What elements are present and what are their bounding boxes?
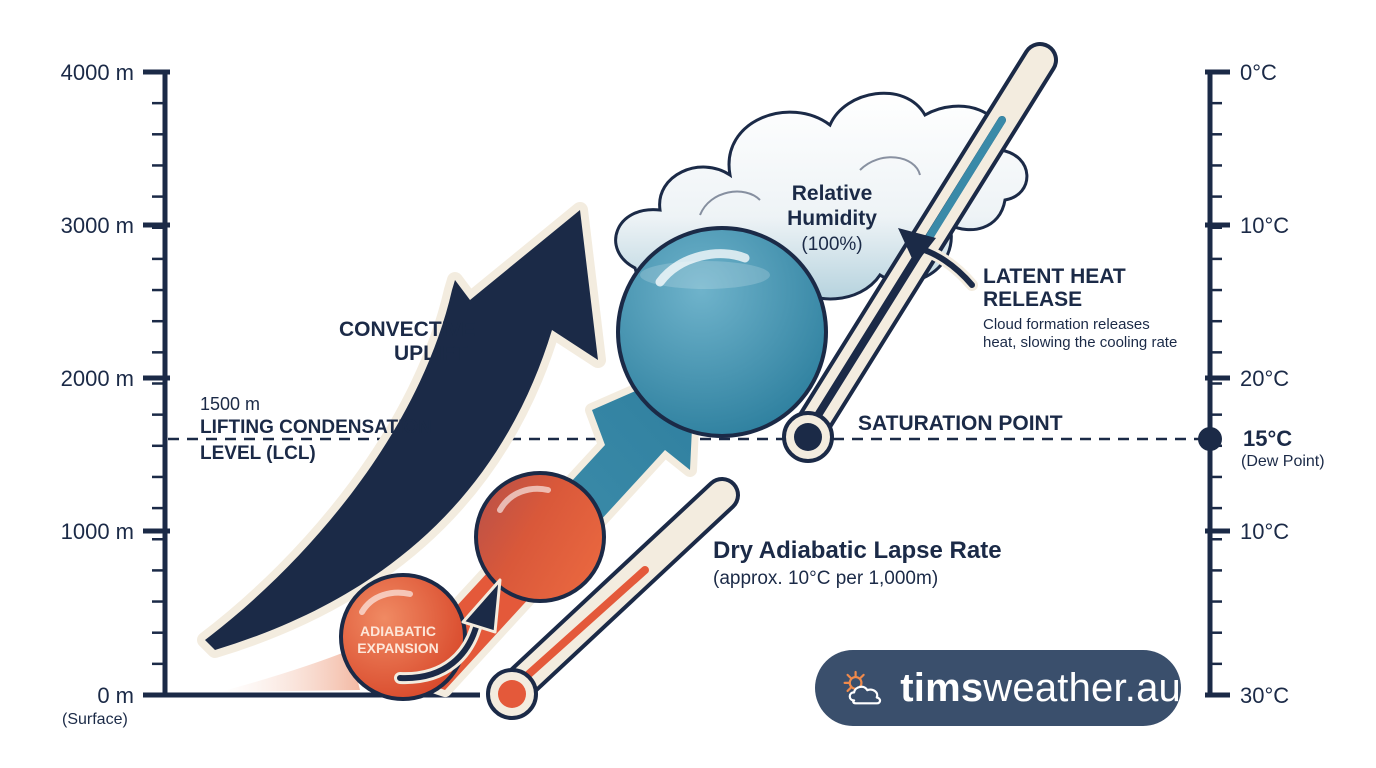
dry-rate-subtitle: (approx. 10°C per 1,000m) (713, 568, 938, 589)
temp-label-10-top: 10°C (1240, 213, 1289, 238)
surface-note: (Surface) (62, 711, 128, 728)
saturation-point-label: SATURATION POINT (858, 412, 1063, 435)
dew-point-note: (Dew Point) (1241, 453, 1325, 470)
temp-label-20: 20°C (1240, 366, 1289, 391)
latent-heat-title-2: RELEASE (983, 288, 1082, 311)
humidity-value: (100%) (801, 234, 862, 255)
adiabatic-label-1: ADIABATIC (360, 623, 436, 639)
temp-label-0: 0°C (1240, 60, 1277, 85)
lcl-title-1: LIFTING CONDENSATION (200, 417, 432, 438)
altitude-label-0: 0 m (97, 683, 134, 708)
expansion-curve-arrow (394, 578, 502, 685)
brand-name-bold: tims (900, 665, 984, 710)
convective-uplift-arrow (197, 202, 606, 658)
temp-label-10-bottom: 10°C (1240, 519, 1289, 544)
altitude-label-3000: 3000 m (61, 213, 134, 238)
cool-air-parcel (616, 226, 828, 438)
temp-label-30: 30°C (1240, 683, 1289, 708)
latent-heat-title-1: LATENT HEAT (983, 265, 1126, 288)
brand-name[interactable]: timsweather.au (900, 666, 1181, 711)
altitude-label-4000: 4000 m (61, 60, 134, 85)
convective-label-1: CONVECTIVE (339, 318, 476, 341)
altitude-axis: 4000 m 3000 m 2000 m 1000 m 0 m (Surface… (61, 60, 480, 728)
altitude-label-2000: 2000 m (61, 366, 134, 391)
warm-thermometer (486, 477, 740, 720)
surface-warm-trail (220, 650, 360, 692)
dry-rate-title: Dry Adiabatic Lapse Rate (713, 537, 1002, 564)
lcl-altitude: 1500 m (200, 394, 260, 414)
humidity-label-1: Relative (792, 182, 873, 205)
sun-cloud-icon (843, 670, 882, 705)
convective-label-2: UPLIFT (394, 342, 468, 365)
adiabatic-label-2: EXPANSION (357, 640, 438, 656)
temperature-axis: 0°C 10°C 20°C 15°C (Dew Point) 10°C 30°C (1205, 60, 1325, 708)
lcl-title-2: LEVEL (LCL) (200, 443, 316, 464)
dew-point-marker (1198, 427, 1222, 451)
brand-name-rest: weather.au (983, 665, 1181, 710)
brand-badge: timsweather.au (815, 650, 1181, 726)
latent-heat-arrow (898, 228, 978, 291)
dew-point-temp: 15°C (1243, 426, 1292, 451)
latent-heat-desc-2: heat, slowing the cooling rate (983, 334, 1177, 351)
altitude-label-1000: 1000 m (61, 519, 134, 544)
latent-heat-desc-1: Cloud formation releases (983, 316, 1150, 333)
humidity-label-2: Humidity (787, 207, 877, 230)
mid-air-parcel (474, 471, 606, 603)
